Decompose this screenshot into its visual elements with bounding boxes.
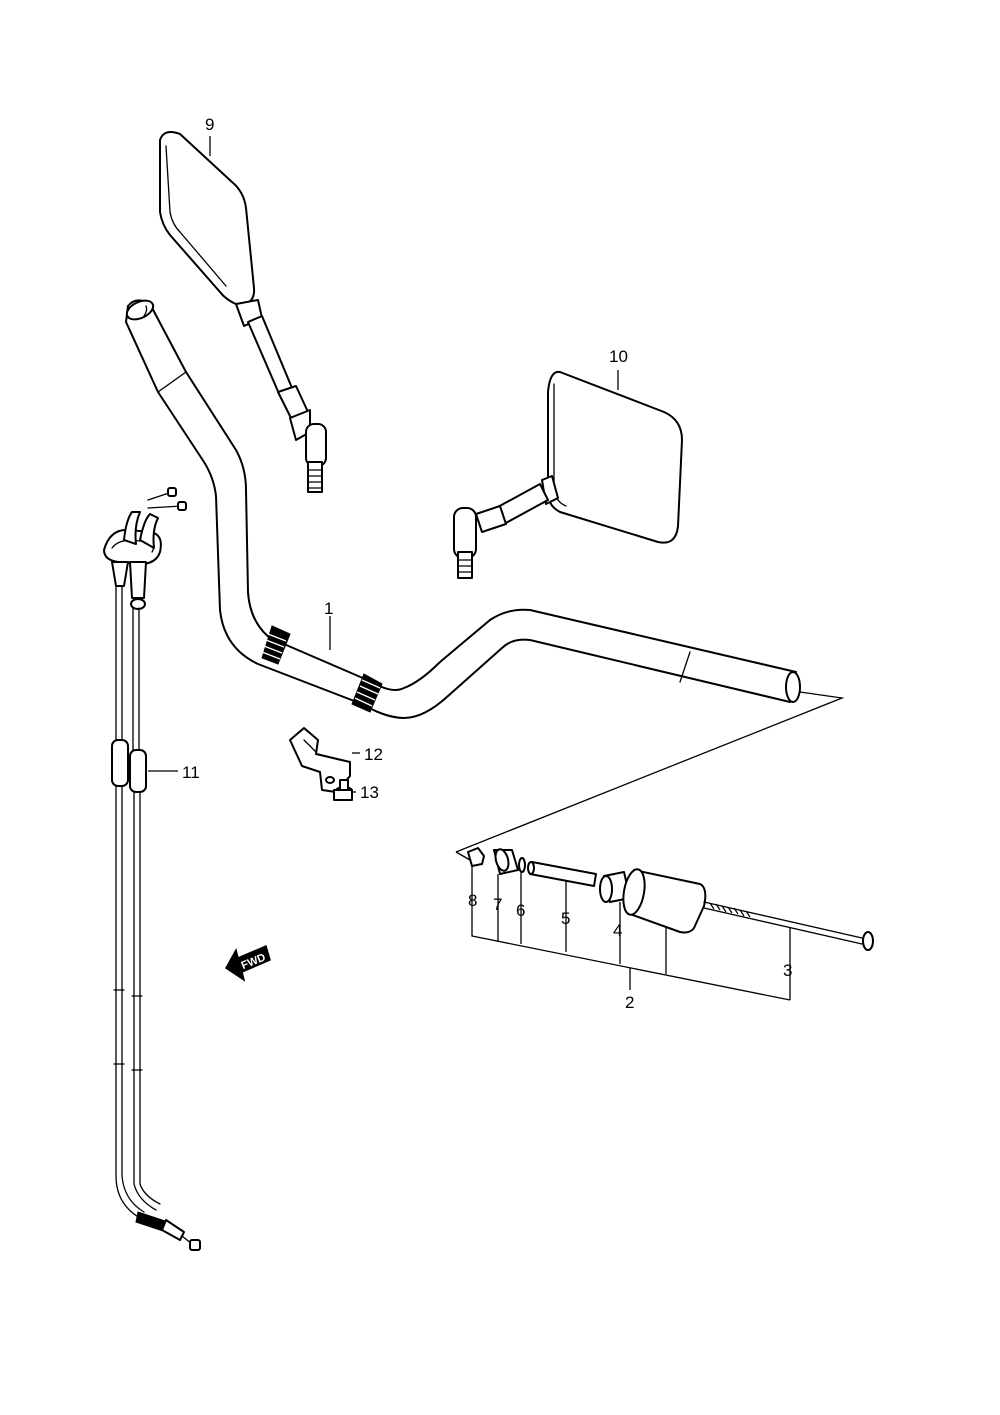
handlebar[interactable] xyxy=(124,297,801,719)
collar[interactable] xyxy=(493,848,519,875)
bolt[interactable] xyxy=(333,779,356,801)
knurl-band-right xyxy=(351,673,383,713)
label-part-11: 11 xyxy=(182,763,200,782)
label-part-4: 4 xyxy=(613,921,622,940)
label-part-8: 8 xyxy=(468,891,477,910)
o-ring[interactable] xyxy=(518,857,526,873)
connection-line xyxy=(455,691,845,853)
mirror-left[interactable] xyxy=(159,131,327,493)
knurl-band-left xyxy=(261,625,291,665)
label-part-13: 13 xyxy=(360,783,379,802)
throttle-cable[interactable] xyxy=(103,487,201,1251)
label-part-6: 6 xyxy=(516,901,525,920)
clamp-bracket[interactable] xyxy=(289,727,360,793)
label-part-1: 1 xyxy=(324,599,333,618)
label-part-9: 9 xyxy=(205,115,214,134)
label-part-3: 3 xyxy=(783,961,792,980)
label-part-2: 2 xyxy=(625,993,634,1012)
screw[interactable] xyxy=(703,901,874,951)
mirror-right[interactable] xyxy=(453,370,683,579)
label-part-7: 7 xyxy=(493,895,502,914)
fwd-arrow-label: FWD xyxy=(240,952,268,973)
label-part-10: 10 xyxy=(609,347,628,366)
fwd-arrow: FWD xyxy=(225,944,271,982)
label-part-12: 12 xyxy=(364,745,383,764)
spacer-tube[interactable] xyxy=(527,861,597,887)
label-part-5: 5 xyxy=(561,909,570,928)
leader-group-2 xyxy=(471,866,791,1001)
end-insert[interactable] xyxy=(467,847,485,867)
balancer-weight[interactable] xyxy=(620,868,707,934)
